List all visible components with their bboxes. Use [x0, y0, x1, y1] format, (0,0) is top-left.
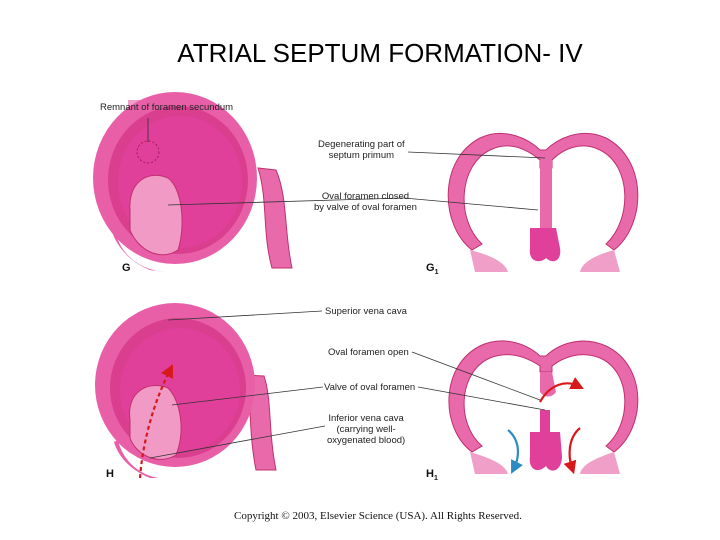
lower-wall-right-h1 [580, 452, 620, 474]
panel-label-h1-letter: H [426, 468, 434, 480]
septum-primum-h1 [529, 432, 562, 471]
flow-arrow-red-h [138, 364, 173, 479]
panel-h-heart [95, 303, 277, 479]
label-degenerating-line1: Degenerating part of [318, 139, 405, 150]
label-oval-foramen-closed: Oval foramen closed by valve of oval for… [314, 191, 417, 213]
valve-flap-h [129, 385, 182, 460]
label-superior-vena-cava: Superior vena cava [325, 306, 407, 317]
valve-flap-g [129, 174, 183, 256]
lower-wall-left-h1 [470, 452, 508, 474]
flow-arrow-red-open-h1 [539, 377, 584, 403]
septum-primum-g1 [529, 228, 561, 262]
panel-g-heart [93, 92, 293, 272]
panel-label-g1-sub: 1 [434, 269, 439, 277]
vessel-base-h [114, 440, 160, 478]
label-degenerating-line2: septum primum [328, 150, 395, 161]
panel-label-g1: G1 [426, 262, 438, 276]
label-degenerating-septum-primum: Degenerating part of septum primum [318, 139, 405, 161]
panel-g1-section [447, 133, 639, 272]
vena-cava-tube-g [257, 167, 293, 269]
septum-stalk-h1 [540, 410, 550, 434]
slide-title: ATRIAL SEPTUM FORMATION- IV [177, 38, 583, 68]
panel-label-h: H [106, 468, 114, 480]
septum-secundum-g1 [540, 160, 552, 230]
label-ivc-line1: Inferior vena cava [328, 413, 404, 424]
panel-label-g1-letter: G [426, 262, 435, 274]
lower-wall-right-g1 [580, 250, 620, 272]
copyright-notice: Copyright © 2003, Elsevier Science (USA)… [234, 510, 522, 522]
label-ivc-line3: oxygenated blood) [327, 435, 406, 446]
panel-label-g: G [122, 262, 131, 274]
label-valve-oval-foramen: Valve of oval foramen [324, 382, 416, 393]
flow-arrow-red-right-h1 [563, 427, 581, 475]
septum-flap-h1 [540, 372, 556, 397]
leader-lines [147, 118, 546, 459]
panel-label-h1: H1 [426, 468, 438, 482]
flow-arrow-blue-h1 [507, 429, 523, 474]
foramen-remnant-g [136, 140, 160, 164]
label-inferior-vena-cava: Inferior vena cava (carrying well- oxyge… [327, 413, 405, 446]
label-oval-closed-line2: by valve of oval foramen [314, 202, 417, 213]
heart-wall-h1 [448, 340, 639, 453]
label-ivc-line2: (carrying well- [336, 424, 396, 435]
panel-label-h1-sub: 1 [433, 475, 438, 483]
lower-wall-left-g1 [470, 250, 508, 272]
panel-h1-section [448, 340, 639, 475]
label-oval-foramen-open: Oval foramen open [328, 347, 409, 358]
label-oval-closed-line1: Oval foramen closed [321, 191, 410, 202]
label-remnant-foramen-secundum: Remnant of foramen secundum [100, 102, 234, 113]
